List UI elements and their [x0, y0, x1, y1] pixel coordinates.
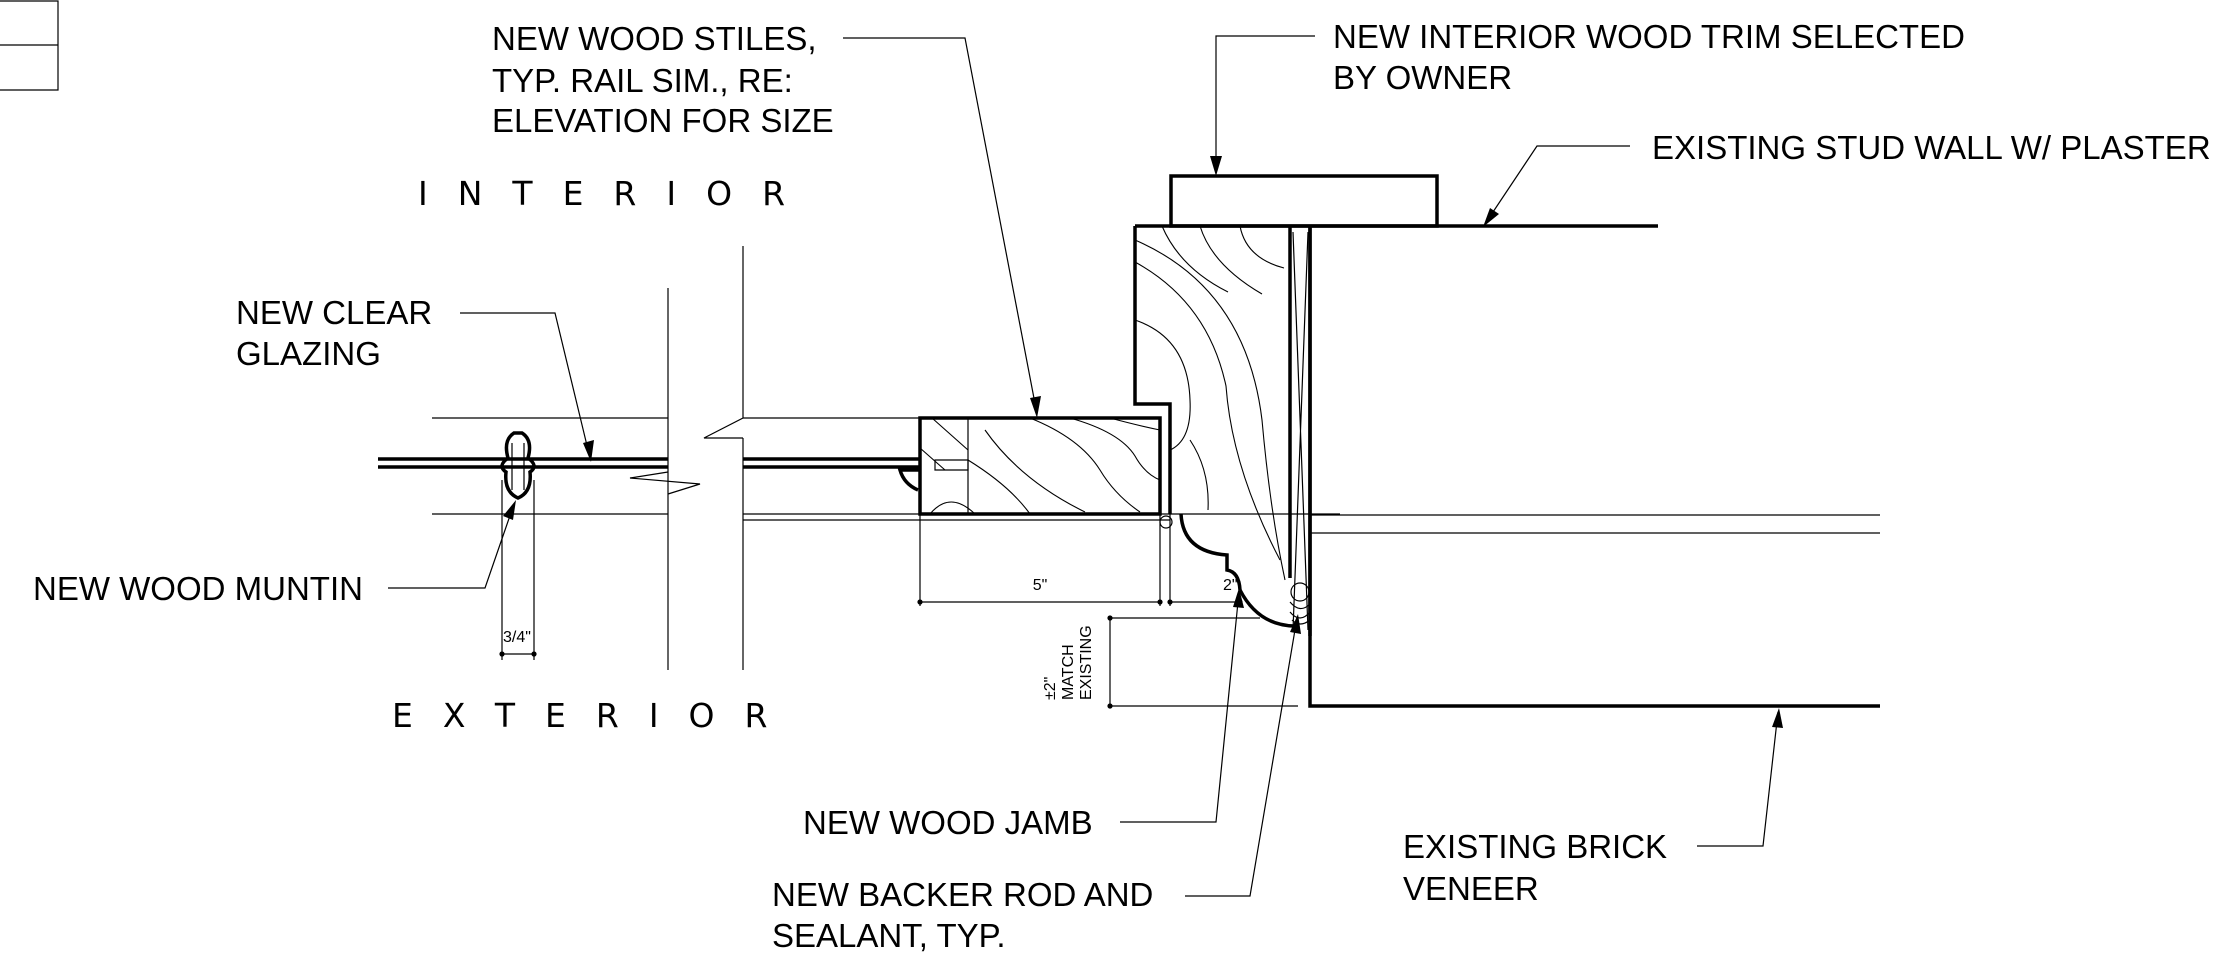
wood-stile [897, 416, 1162, 516]
label-wood-stiles: NEW WOOD STILES, TYP. RAIL SIM., RE: ELE… [492, 20, 834, 139]
wood-muntin [500, 431, 536, 500]
leader-interior-trim [1215, 35, 1315, 172]
dim-match-existing: ±2" MATCH EXISTING [1042, 625, 1095, 700]
leader-stud-wall [1484, 145, 1630, 225]
leader-brick-veneer [1697, 711, 1779, 847]
wood-jamb [1133, 225, 1312, 636]
leader-wood-jamb [1120, 591, 1240, 823]
label-interior: INTERIOR [418, 174, 815, 213]
dim-jamb-offset: 2" [1223, 577, 1238, 594]
dim-stile-width: 5" [1033, 577, 1048, 594]
svg-text:MATCH: MATCH [1060, 644, 1077, 700]
leader-wood-muntin [388, 503, 515, 589]
label-stud-wall: EXISTING STUD WALL W/ PLASTER [1652, 129, 2211, 166]
leader-backer-rod [1185, 617, 1298, 897]
title-block-fragment [0, 0, 59, 91]
interior-wood-trim [1169, 174, 1439, 228]
label-wood-muntin: NEW WOOD MUNTIN [33, 570, 363, 607]
clear-glazing [378, 246, 1340, 670]
label-brick-veneer: EXISTING BRICK VENEER [1403, 828, 1676, 907]
label-clear-glazing: NEW CLEAR GLAZING [236, 294, 441, 372]
label-exterior: EXTERIOR [392, 696, 797, 735]
existing-wall [1135, 224, 1880, 708]
label-interior-trim: NEW INTERIOR WOOD TRIM SELECTED BY OWNER [1333, 18, 1974, 96]
leader-wood-stiles [843, 37, 1038, 415]
svg-text:±2": ±2" [1042, 677, 1059, 700]
leader-clear-glazing [460, 312, 591, 459]
label-backer-rod: NEW BACKER ROD AND SEALANT, TYP. [772, 876, 1163, 954]
svg-text:EXISTING: EXISTING [1078, 625, 1095, 700]
dim-muntin-width: 3/4" [503, 629, 531, 646]
dimension-lines: 5" 2" 3/4" ±2" MATCH EXISTING [499, 480, 1298, 709]
label-wood-jamb: NEW WOOD JAMB [803, 804, 1093, 841]
backer-rod-sealant [1289, 582, 1311, 625]
